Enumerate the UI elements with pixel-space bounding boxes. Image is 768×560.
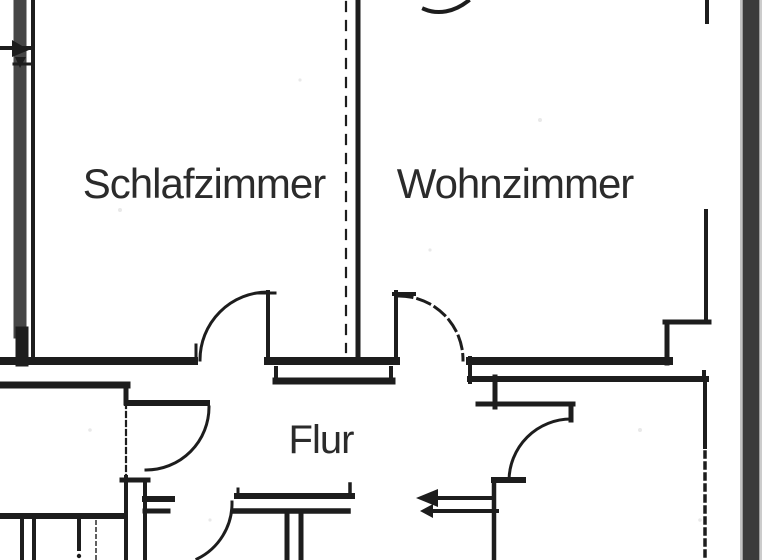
bedroom-door-arc: [198, 290, 270, 362]
exterior-walls: [13, 0, 762, 560]
entry-door-arc: [144, 405, 211, 472]
room-labels: Schlafzimmer Wohnzimmer Flur: [83, 160, 636, 462]
entrance-arrow-icon: [416, 489, 499, 518]
flur-walls: [0, 382, 355, 560]
window-marks: [0, 40, 35, 68]
label-wohnzimmer: Wohnzimmer: [397, 160, 635, 207]
bath-door-arc: [194, 500, 234, 560]
arrow-head-top: [416, 489, 438, 507]
label-flur: Flur: [289, 418, 355, 462]
window-flag-icon: [12, 40, 29, 57]
interior-walls: [0, 0, 712, 560]
balcony-door-arc-tip: [421, 0, 471, 15]
kitchen-door-arc: [507, 417, 573, 483]
stair-dot: [76, 553, 82, 559]
label-schlafzimmer: Schlafzimmer: [83, 160, 326, 207]
doors: [124, 0, 576, 560]
arrow-head-bottom: [420, 504, 433, 518]
living-door-arc: [397, 294, 465, 362]
scan-noise: [88, 78, 702, 522]
stairs: [20, 514, 97, 560]
